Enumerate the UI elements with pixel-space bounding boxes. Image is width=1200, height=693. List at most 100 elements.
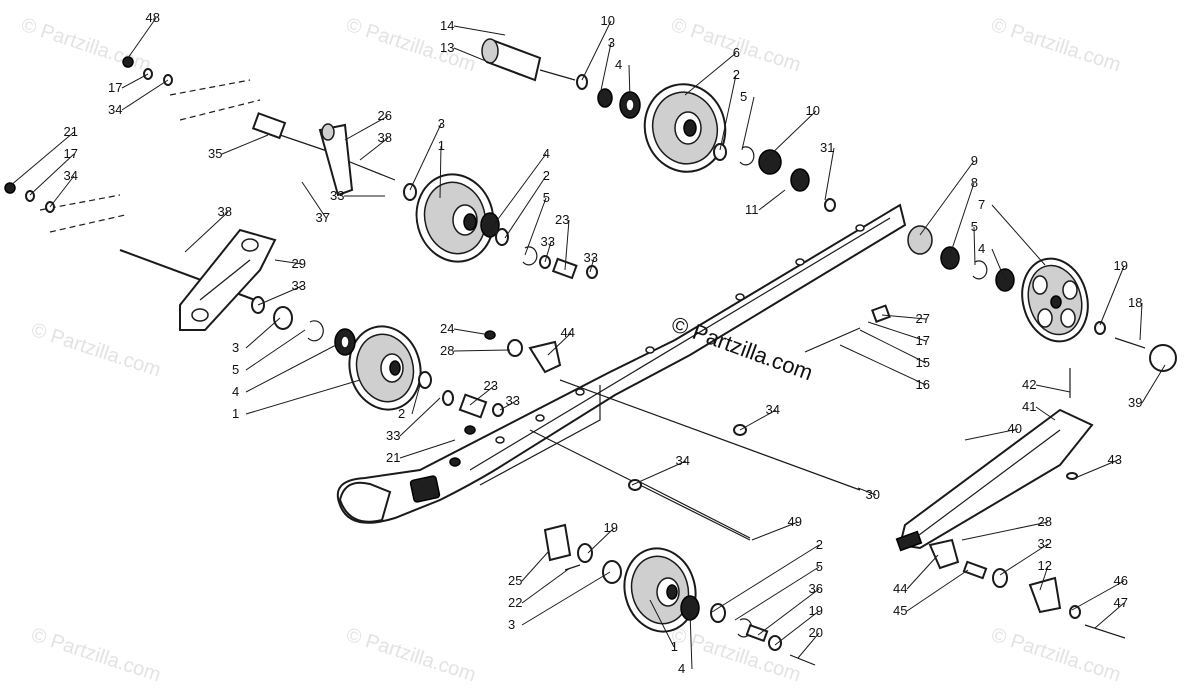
idler-wheel-1-bottom — [623, 547, 697, 633]
callout-label: 38 — [378, 130, 392, 145]
callout-label: 44 — [561, 325, 575, 340]
callout-label: 21 — [64, 124, 78, 139]
callout-leader — [121, 73, 149, 89]
callout-label: 44 — [893, 581, 907, 596]
callout-label: 31 — [820, 140, 834, 155]
callout-label: 24 — [440, 321, 454, 336]
callout-label: 9 — [971, 153, 978, 168]
callout-label: 40 — [1008, 421, 1022, 436]
callout-leader — [711, 544, 820, 613]
callout-leader — [245, 344, 337, 393]
callout-labels: 4817342117343526383337311413103462510311… — [64, 10, 1143, 676]
callout-label: 5 — [543, 190, 550, 205]
callout-leader — [504, 175, 547, 239]
callout-leader — [127, 17, 157, 59]
callout-label: 12 — [1038, 558, 1052, 573]
callout-leader — [689, 611, 693, 670]
callout-leader — [257, 285, 303, 306]
callout-label: 1 — [671, 639, 678, 654]
callout-label: 11 — [745, 202, 759, 217]
callout-leader — [949, 182, 975, 256]
callout-label: 45 — [893, 603, 907, 618]
callout-leader — [1039, 565, 1049, 591]
callout-leader — [774, 610, 820, 646]
callout-label: 5 — [816, 559, 823, 574]
callout-leader — [1035, 384, 1071, 393]
idler-wheel-6 — [643, 83, 727, 173]
callout-label: 21 — [386, 450, 400, 465]
idler-wheel-7 — [1021, 257, 1089, 343]
callout-label: 5 — [232, 362, 239, 377]
callout-label: 28 — [1038, 514, 1052, 529]
callout-label: 42 — [1022, 377, 1036, 392]
callout-label: 17 — [64, 146, 78, 161]
watermark: © Partzilla.com — [343, 624, 478, 687]
callout-leader — [1071, 580, 1125, 611]
callout-label: 5 — [740, 89, 747, 104]
callout-leader — [29, 153, 75, 196]
callout-leader — [631, 460, 687, 486]
callout-label: 15 — [916, 355, 930, 370]
watermark: © Partzilla.com — [18, 14, 153, 77]
callout-label: 47 — [1114, 595, 1128, 610]
callout-leader — [589, 257, 595, 273]
callout-leader — [684, 52, 737, 96]
idler-wheel-1-lower — [348, 325, 422, 411]
callout-label: 3 — [438, 116, 445, 131]
callout-label: 26 — [378, 108, 392, 123]
callout-leader — [399, 397, 441, 437]
callout-leader — [961, 521, 1049, 541]
callout-leader — [409, 123, 442, 191]
callout-leader — [1035, 406, 1056, 421]
callout-leader — [453, 328, 491, 336]
callout-label: 4 — [615, 57, 622, 72]
callout-label: 34 — [64, 168, 78, 183]
callout-label: 4 — [543, 146, 550, 161]
callout-leader — [344, 115, 389, 141]
callout-leader — [991, 204, 1046, 266]
callout-leader — [719, 74, 737, 151]
callout-leader — [739, 409, 777, 431]
callout-leader — [1074, 459, 1119, 479]
slide-rail — [336, 203, 907, 524]
callout-leader — [121, 79, 169, 111]
callout-label: 3 — [232, 340, 239, 355]
callout-label: 19 — [809, 603, 823, 618]
callout-label: 19 — [604, 520, 618, 535]
callout-leader — [999, 543, 1049, 576]
callout-label: 2 — [543, 168, 550, 183]
callout-leader — [469, 385, 495, 406]
callout-leader — [274, 259, 303, 265]
callout-leader — [599, 42, 612, 96]
callout-leader — [49, 175, 75, 208]
callout-label: 4 — [678, 661, 685, 676]
callout-leaders — [9, 17, 1166, 670]
callout-label: 34 — [766, 402, 780, 417]
callout-label: 3 — [608, 35, 615, 50]
callout-leader — [521, 567, 571, 604]
arm-40 — [895, 408, 1094, 552]
callout-label: 49 — [788, 514, 802, 529]
callout-label: 32 — [1038, 536, 1052, 551]
callout-leader — [453, 349, 511, 352]
callout-leader — [399, 439, 456, 459]
callout-label: 48 — [146, 10, 160, 25]
arm-26 — [318, 123, 354, 197]
callout-leader — [757, 588, 820, 636]
callout-leader — [581, 20, 612, 81]
callout-leader — [245, 379, 361, 415]
callout-leader — [1099, 265, 1125, 326]
callout-label: 6 — [733, 45, 740, 60]
callout-leader — [824, 147, 835, 201]
callout-leader — [521, 571, 611, 626]
callout-leader — [547, 332, 572, 356]
callout-leader — [919, 160, 975, 236]
callout-leader — [1139, 302, 1143, 341]
callout-label: 33 — [330, 188, 344, 203]
callout-label: 34 — [676, 453, 690, 468]
callout-leader — [453, 25, 506, 36]
callout-leader — [797, 632, 820, 659]
callout-leader — [839, 344, 927, 386]
callout-label: 23 — [484, 378, 498, 393]
